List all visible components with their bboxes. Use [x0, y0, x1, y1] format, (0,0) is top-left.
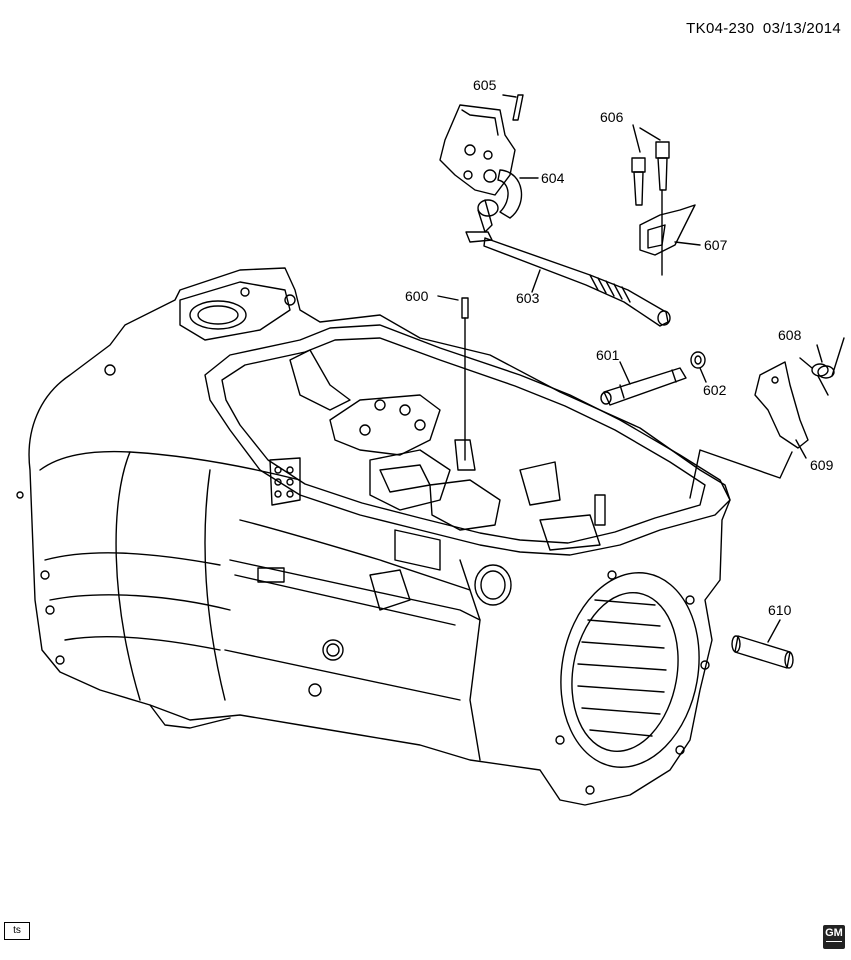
part-609-cam [754, 361, 809, 449]
leader-602 [699, 367, 707, 383]
drawing-id: TK04-230 03/13/2014 [686, 20, 841, 37]
callout-608: 608 [778, 327, 802, 343]
leader-607 [674, 241, 701, 246]
leader-606 [632, 124, 661, 153]
part-602-seal [690, 351, 706, 369]
part-606-bolts [631, 141, 670, 206]
transmission-case [16, 267, 731, 806]
part-608-spring [799, 337, 845, 396]
callout-606: 606 [600, 109, 624, 125]
ts-stamp: ts [4, 922, 30, 940]
gm-logo-text: GM [825, 927, 843, 939]
leader-603 [531, 269, 541, 293]
callout-604: 604 [541, 170, 565, 186]
leader-608 [816, 344, 823, 363]
part-607-bracket [639, 189, 696, 276]
part-603-shift-rod [465, 231, 671, 327]
gm-logo-mark [826, 941, 842, 948]
leader-609 [689, 449, 793, 499]
gm-logo: GM [823, 925, 845, 949]
leader-600 [437, 295, 459, 301]
drawing-date: 03/13/2014 [762, 20, 841, 37]
part-601-shaft [600, 367, 687, 406]
leader-610 [767, 619, 781, 643]
part-604-lever-assembly [439, 104, 523, 233]
part-605-pin [512, 94, 524, 121]
callout-609: 609 [810, 457, 834, 473]
leader-601 [619, 361, 631, 385]
drawing-code: TK04-230 [686, 20, 755, 37]
callout-605: 605 [473, 77, 497, 93]
callout-601: 601 [596, 347, 620, 363]
part-610-pin [731, 635, 794, 669]
callout-602: 602 [703, 382, 727, 398]
part-600-pin [461, 297, 469, 461]
callout-603: 603 [516, 290, 540, 306]
callout-607: 607 [704, 237, 728, 253]
callout-610: 610 [768, 602, 792, 618]
leader-605 [502, 94, 517, 98]
callout-600: 600 [405, 288, 429, 304]
